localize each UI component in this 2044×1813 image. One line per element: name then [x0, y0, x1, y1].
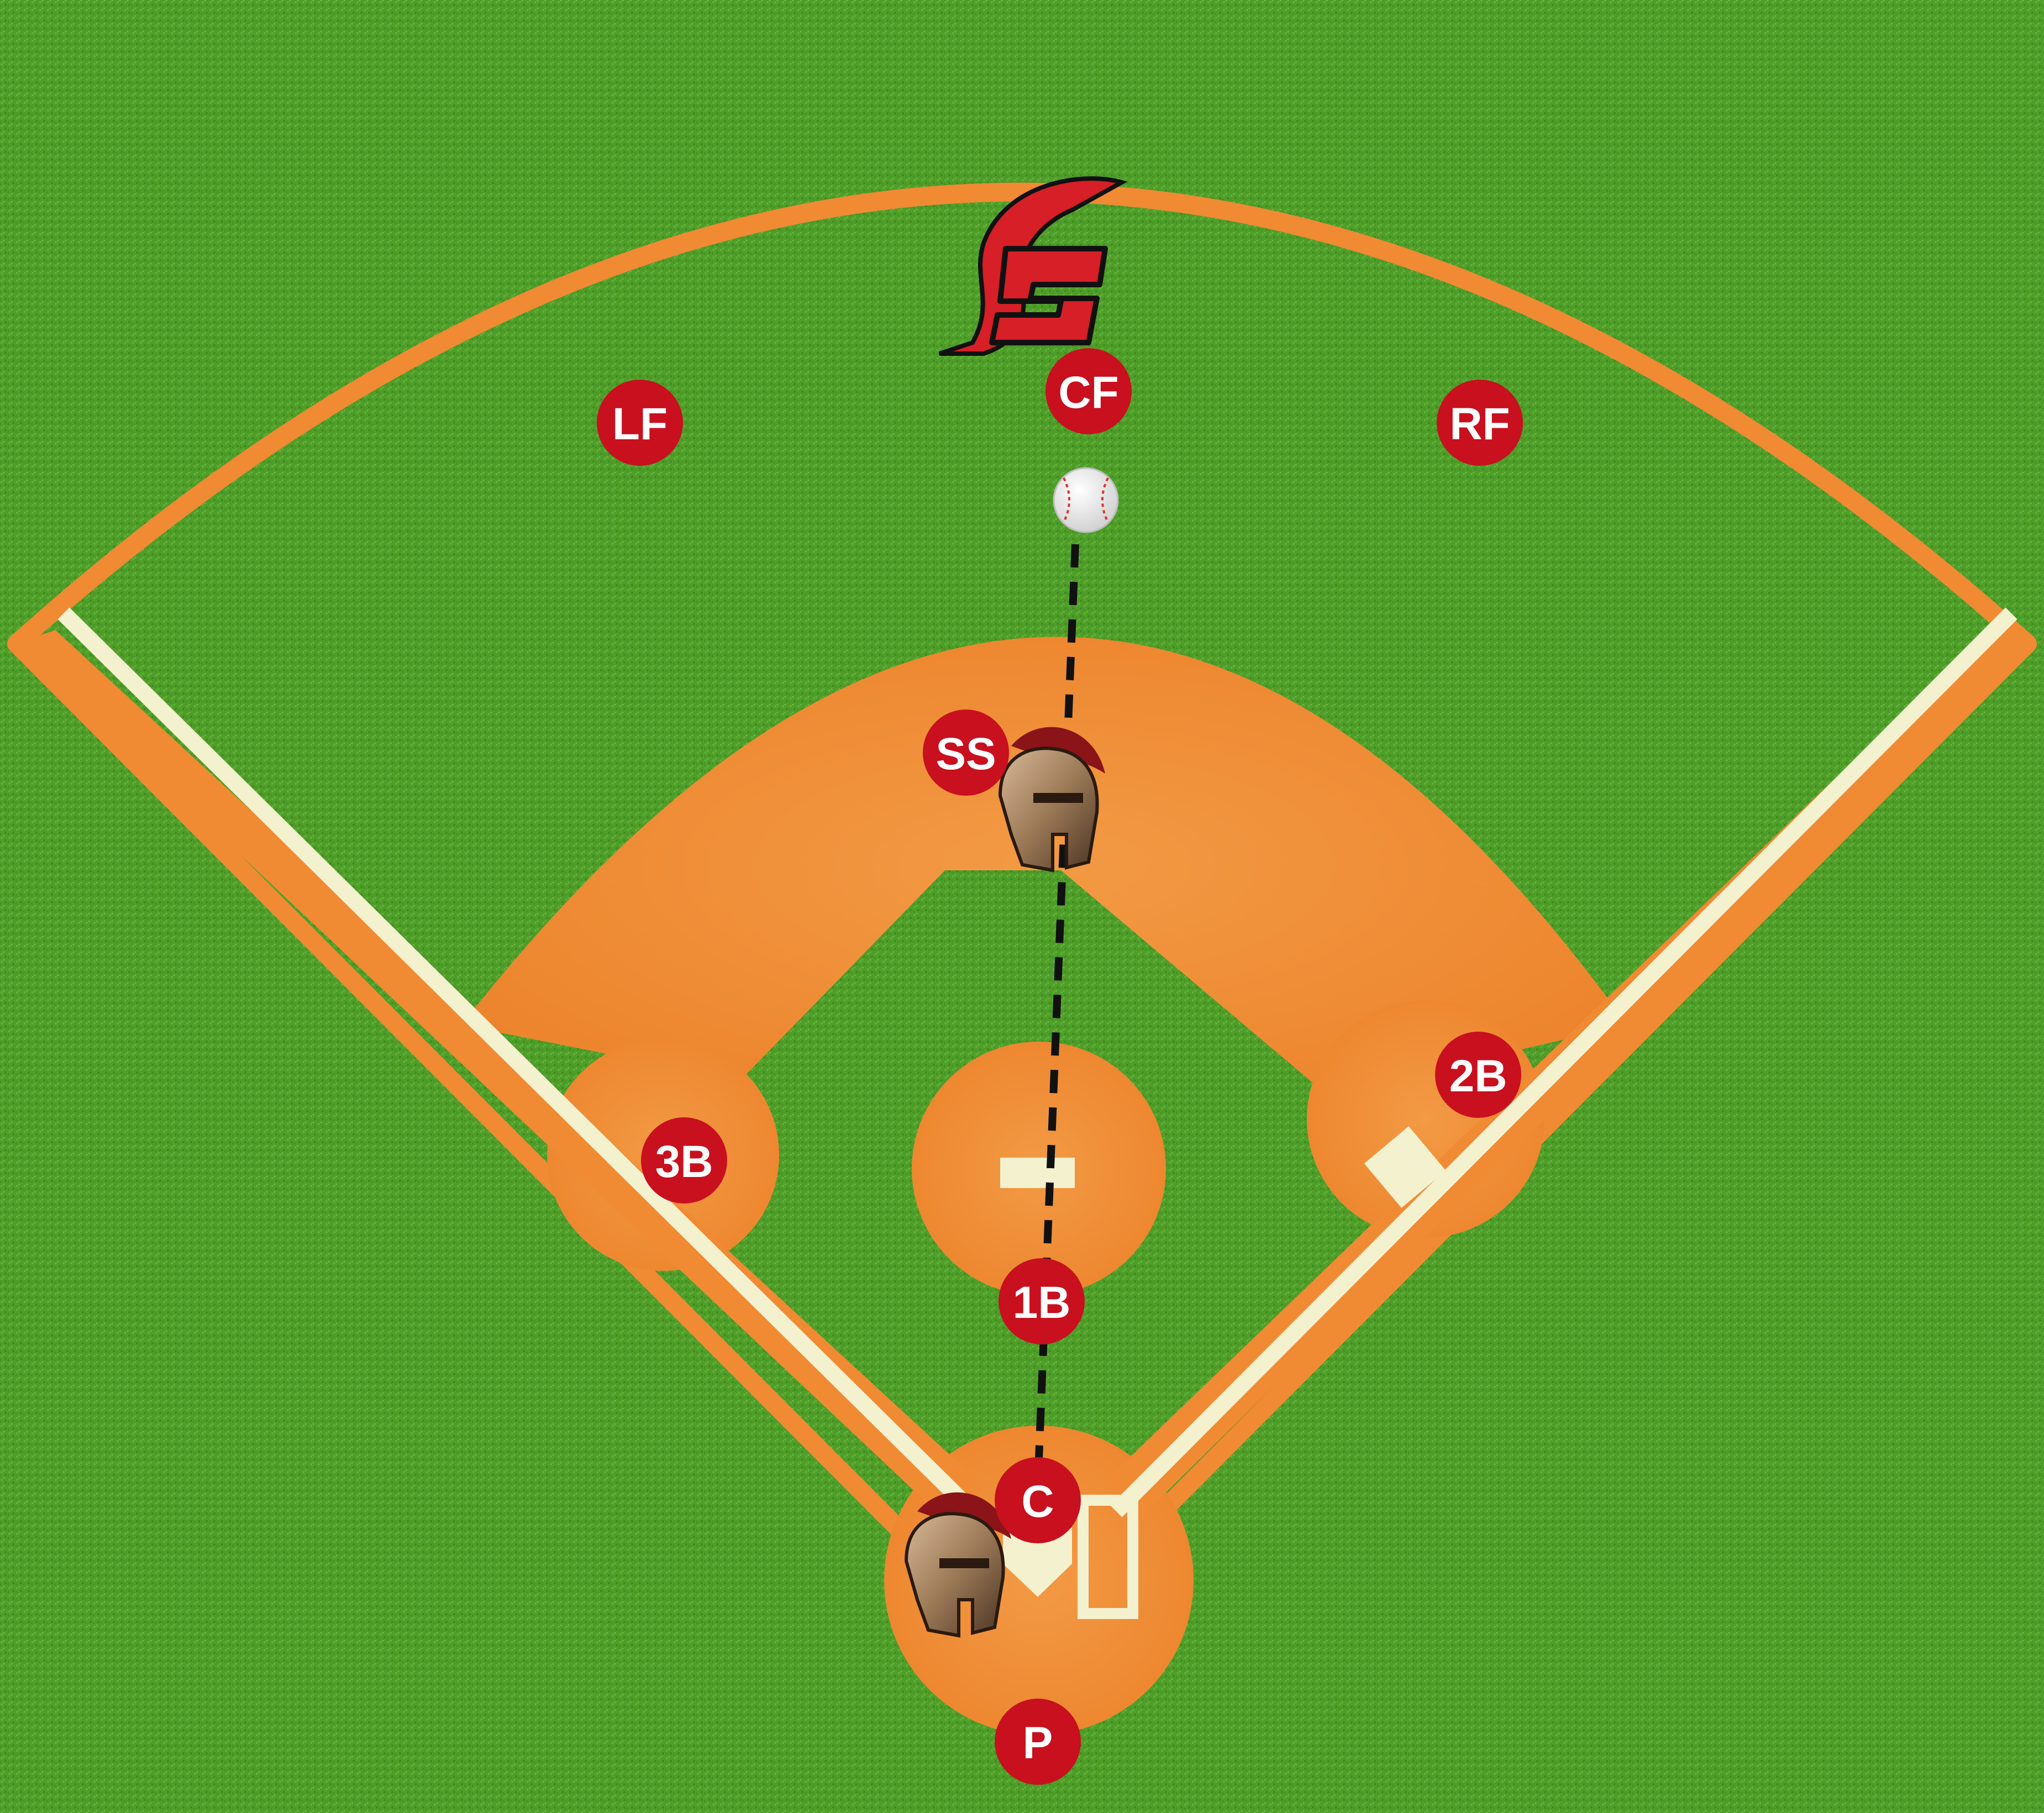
position-label: C	[1021, 1476, 1054, 1527]
position-marker-2b: 2B	[1435, 1032, 1521, 1118]
position-marker-p: P	[995, 1699, 1081, 1785]
position-marker-cf: CF	[1045, 348, 1132, 434]
position-label: P	[1023, 1718, 1053, 1768]
position-label: LF	[612, 399, 668, 449]
pitching-rubber	[1000, 1158, 1075, 1188]
position-label: 1B	[1013, 1278, 1071, 1328]
position-marker-lf: LF	[597, 380, 683, 466]
position-label: CF	[1058, 367, 1118, 418]
position-marker-ss: SS	[923, 710, 1009, 796]
position-marker-c: C	[995, 1457, 1081, 1543]
position-label: 3B	[655, 1137, 713, 1187]
position-marker-rf: RF	[1437, 380, 1523, 466]
position-marker-1b: 1B	[999, 1258, 1085, 1344]
position-label: RF	[1449, 399, 1510, 449]
position-marker-3b: 3B	[641, 1117, 727, 1204]
position-label: SS	[936, 729, 996, 779]
baseball-icon	[1054, 468, 1118, 532]
position-label: 2B	[1449, 1051, 1507, 1101]
